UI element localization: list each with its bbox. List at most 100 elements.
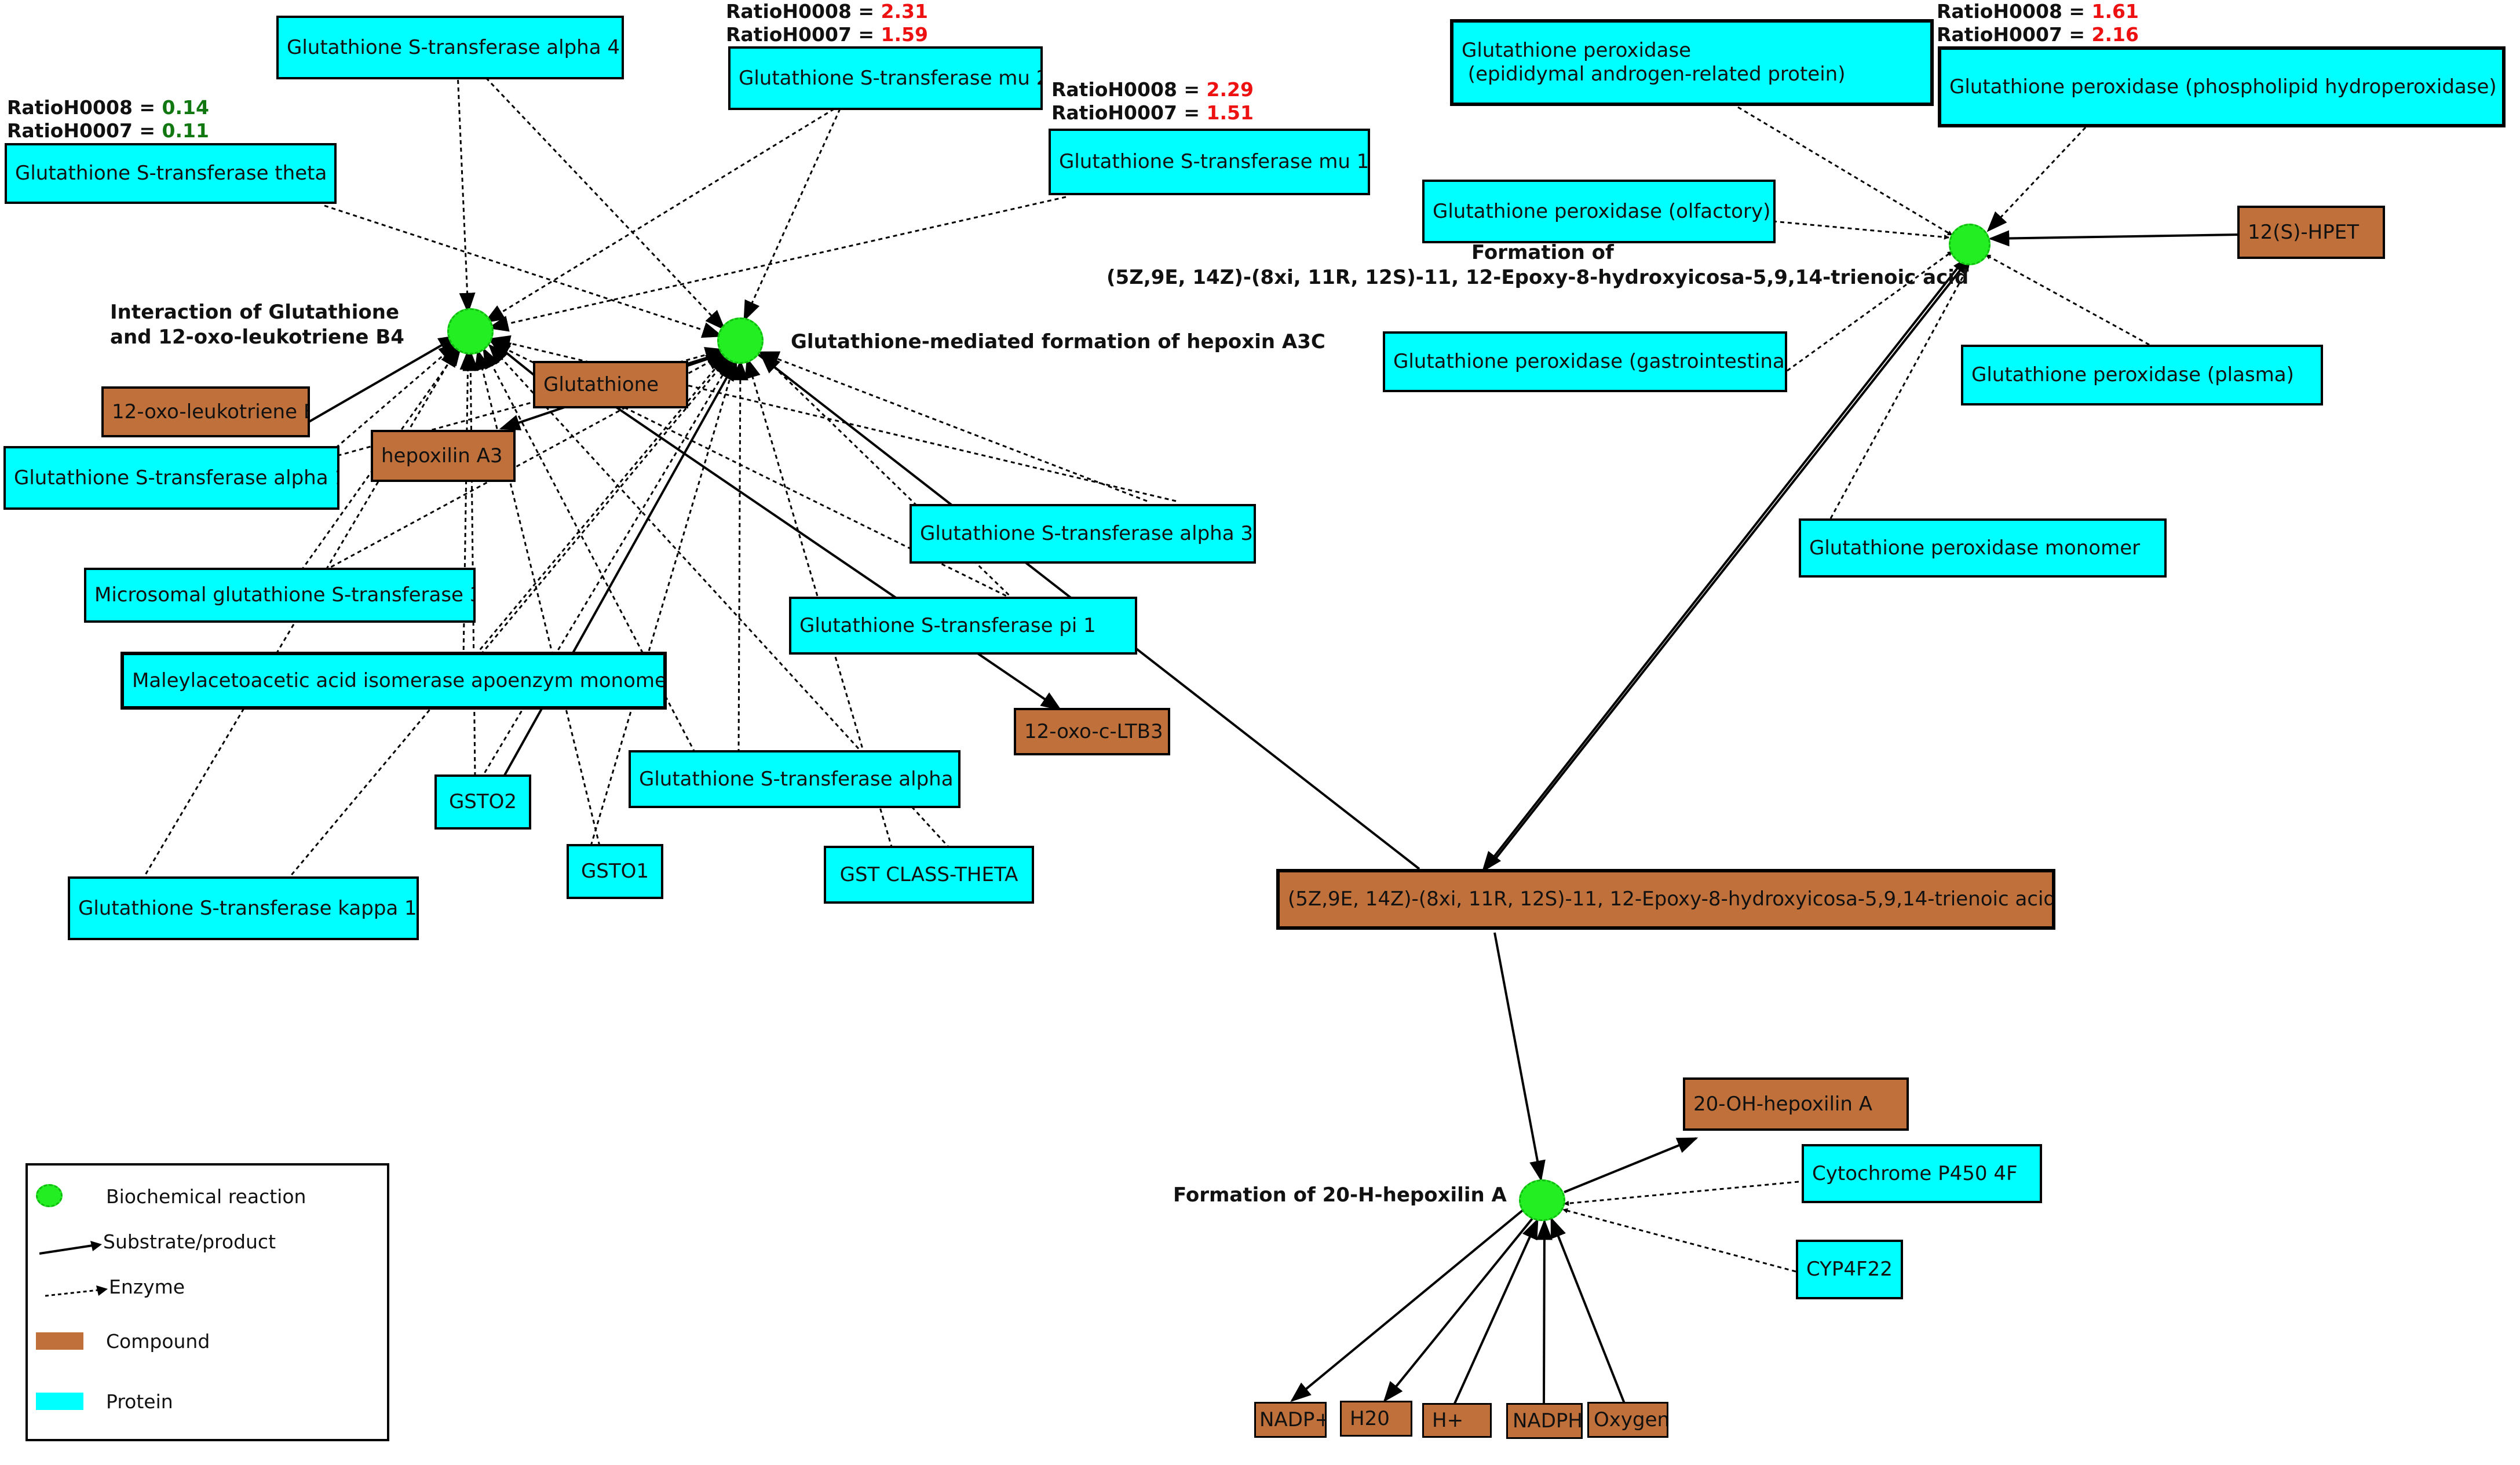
- ratio-gpx-phospho-name1: RatioH0008 =: [1937, 0, 2092, 23]
- ratio-gstm2-value2: 1.59: [881, 23, 928, 46]
- ratio-gstm1-name2: RatioH0007 =: [1051, 101, 1207, 125]
- node-gstp1[interactable]: Glutathione S-transferase pi 1: [789, 597, 1137, 655]
- edge-12oxolte-r1: [306, 335, 460, 424]
- edge-maai-r1: [459, 349, 476, 658]
- edge-gsto1-r1: [474, 349, 601, 846]
- edge-h-r4: [1453, 1218, 1539, 1405]
- edge-gstp1-r2: [759, 353, 1021, 607]
- legend-compound-label: Compound: [106, 1330, 210, 1353]
- node-gstm1[interactable]: Glutathione S-transferase mu 1: [1049, 129, 1370, 195]
- node-gsta2[interactable]: Glutathione S-transferase alpha 2: [629, 750, 960, 808]
- node-epoxy-acid[interactable]: (5Z,9E, 14Z)-(8xi, 11R, 12S)-11, 12-Epox…: [1276, 869, 2055, 930]
- node-gsto2[interactable]: GSTO2: [434, 774, 531, 830]
- node-gpx-gastrointestinal[interactable]: Glutathione peroxidase (gastrointestinal…: [1383, 331, 1787, 392]
- edge-gsto2-r1-solid: [503, 359, 737, 777]
- node-h-plus[interactable]: H+: [1422, 1403, 1492, 1438]
- ratio-gstm1-value1: 2.29: [1206, 78, 1254, 101]
- ratio-gstt1: RatioH0008 = 0.14 RatioH0007 = 0.11: [7, 96, 209, 143]
- node-glutathione[interactable]: Glutathione: [533, 361, 688, 408]
- edge-oxygen-r4: [1550, 1216, 1626, 1405]
- node-gsta3[interactable]: Glutathione S-transferase alpha 3: [910, 504, 1256, 564]
- node-gpx-epididymal[interactable]: Glutathione peroxidase (epididymal andro…: [1450, 19, 1934, 106]
- node-gpx-monomer[interactable]: Glutathione peroxidase monomer: [1799, 518, 2167, 578]
- edge-gsto1-r2: [590, 357, 739, 846]
- ratio-gstm1-name1: RatioH0008 =: [1051, 78, 1207, 101]
- legend-protein-swatch: [36, 1393, 83, 1410]
- edge-gsta2-r2: [732, 359, 748, 754]
- reaction-r3-label: Formation of (5Z,9E, 14Z)-(8xi, 11R, 12S…: [1106, 240, 1968, 290]
- node-nadph[interactable]: NADPH: [1506, 1403, 1583, 1439]
- node-oxygen[interactable]: Oxygen: [1587, 1402, 1668, 1438]
- edge-gpxgi-r3: [1787, 250, 1953, 372]
- ratio-gstt1-row1: RatioH0008 = 0.14: [7, 96, 209, 119]
- node-gsta1[interactable]: Glutathione S-transferase alpha 1: [3, 446, 339, 510]
- ratio-gpx-phospho-row1: RatioH0008 = 1.61: [1937, 0, 2139, 23]
- node-maai[interactable]: Maleylacetoacetic acid isomerase apoenzy…: [120, 652, 667, 710]
- node-gpx-epididymal-line1: Glutathione peroxidase: [1462, 39, 1692, 63]
- edge-cyp4f-r4: [1564, 1181, 1799, 1206]
- node-nadp[interactable]: NADP+: [1254, 1402, 1327, 1438]
- reaction-r1-label-line2: and 12-oxo-leukotriene B4: [110, 325, 404, 349]
- node-20-oh-hepoxilin-a[interactable]: 20-OH-hepoxilin A: [1683, 1077, 1909, 1131]
- ratio-gpx-phospho-value2: 2.16: [2091, 23, 2139, 46]
- edge-gstt1-r2: [324, 204, 724, 338]
- legend-reaction-label: Biochemical reaction: [106, 1185, 306, 1208]
- edge-gstk1-r2: [286, 353, 729, 881]
- node-gsta4[interactable]: Glutathione S-transferase alpha 4: [276, 16, 624, 79]
- node-gpx-epididymal-line2: (epididymal androgen-related protein): [1462, 63, 1846, 86]
- node-gpx-plasma[interactable]: Glutathione peroxidase (plasma): [1961, 345, 2323, 405]
- reaction-r1-label: Interaction of Glutathione and 12-oxo-le…: [110, 300, 404, 349]
- reaction-r4-label-line1: Formation of 20-H-hepoxilin A: [1173, 1183, 1507, 1207]
- node-mgst3[interactable]: Microsomal glutathione S-transferase 3: [84, 568, 476, 623]
- node-gpx-olfactory[interactable]: Glutathione peroxidase (olfactory): [1422, 180, 1776, 243]
- node-gstt1[interactable]: Glutathione S-transferase theta 1: [5, 143, 337, 204]
- ratio-gstm2-row2: RatioH0007 = 1.59: [726, 23, 928, 46]
- legend-compound-swatch: [36, 1332, 83, 1350]
- node-cyp4f[interactable]: Cytochrome P450 4F: [1802, 1144, 2042, 1203]
- node-12-oxo-c-ltb3[interactable]: 12-oxo-c-LTB3: [1014, 708, 1170, 755]
- legend-reaction-swatch: [36, 1184, 63, 1207]
- edge-glutathione-oxoltb3: [596, 393, 1062, 711]
- node-hepoxilin-a3[interactable]: hepoxilin A3: [371, 430, 516, 482]
- ratio-gpx-phospho-name2: RatioH0007 =: [1937, 23, 2092, 46]
- edge-cyp4f22-r4: [1562, 1208, 1796, 1273]
- legend-protein-label: Protein: [106, 1390, 173, 1413]
- ratio-gstt1-row2: RatioH0007 = 0.11: [7, 119, 209, 143]
- edge-maai-r2: [480, 354, 732, 655]
- ratio-gstm1-row2: RatioH0007 = 1.51: [1051, 101, 1254, 125]
- legend-enzyme-arrow: [45, 1285, 108, 1297]
- substrate-edges: [306, 230, 2240, 1405]
- edge-gpxplasma-r3: [1985, 254, 2150, 346]
- edge-gsto2-r2: [480, 356, 734, 780]
- edge-gstm2-r1: [483, 108, 835, 323]
- node-gstk1[interactable]: Glutathione S-transferase kappa 1: [68, 876, 419, 940]
- ratio-gstm2-name2: RatioH0007 =: [726, 23, 881, 46]
- edge-gstm2-r2: [743, 108, 841, 322]
- reaction-r2-label-line1: Glutathione-mediated formation of hepoxi…: [791, 330, 1325, 353]
- node-gpx-phospholipid[interactable]: Glutathione peroxidase (phospholipid hyd…: [1938, 46, 2506, 127]
- reaction-r3-label-line2: (5Z,9E, 14Z)-(8xi, 11R, 12S)-11, 12-Epox…: [1106, 265, 1969, 289]
- edge-gsta3-r2: [758, 351, 1148, 502]
- reaction-r2-node[interactable]: [717, 317, 764, 364]
- reaction-r4-node[interactable]: [1519, 1179, 1565, 1221]
- edge-epoxy-r4: [1493, 932, 1546, 1182]
- ratio-gstm2-name1: RatioH0008 =: [726, 0, 881, 23]
- edge-gpxmono-r3: [1829, 266, 1970, 519]
- node-gstm2[interactable]: Glutathione S-transferase mu 2: [728, 46, 1043, 110]
- reaction-r1-label-line1: Interaction of Glutathione: [110, 301, 400, 324]
- ratio-gpx-phospho: RatioH0008 = 1.61 RatioH0007 = 2.16: [1937, 0, 2139, 47]
- node-12s-hpet[interactable]: 12(S)-HPET: [2237, 206, 2385, 259]
- edge-gpxphospho-r3: [1986, 126, 2087, 232]
- ratio-gstm1-value2: 1.51: [1206, 101, 1254, 125]
- node-gsto1[interactable]: GSTO1: [567, 844, 663, 899]
- node-cyp4f22[interactable]: CYP4F22: [1796, 1240, 1903, 1299]
- node-gst-theta[interactable]: GST CLASS-THETA: [824, 846, 1034, 904]
- node-12-oxo-leukotriene-e[interactable]: 12-oxo-leukotriene E: [101, 386, 310, 437]
- reaction-r1-node[interactable]: [447, 308, 494, 355]
- edge-r4-h2o: [1383, 1215, 1535, 1402]
- ratio-gstm2: RatioH0008 = 2.31 RatioH0007 = 1.59: [726, 0, 928, 47]
- reaction-r3-node[interactable]: [1949, 224, 1991, 265]
- node-h2o[interactable]: H20: [1340, 1401, 1412, 1437]
- ratio-gstt1-name1: RatioH0008 =: [7, 96, 162, 119]
